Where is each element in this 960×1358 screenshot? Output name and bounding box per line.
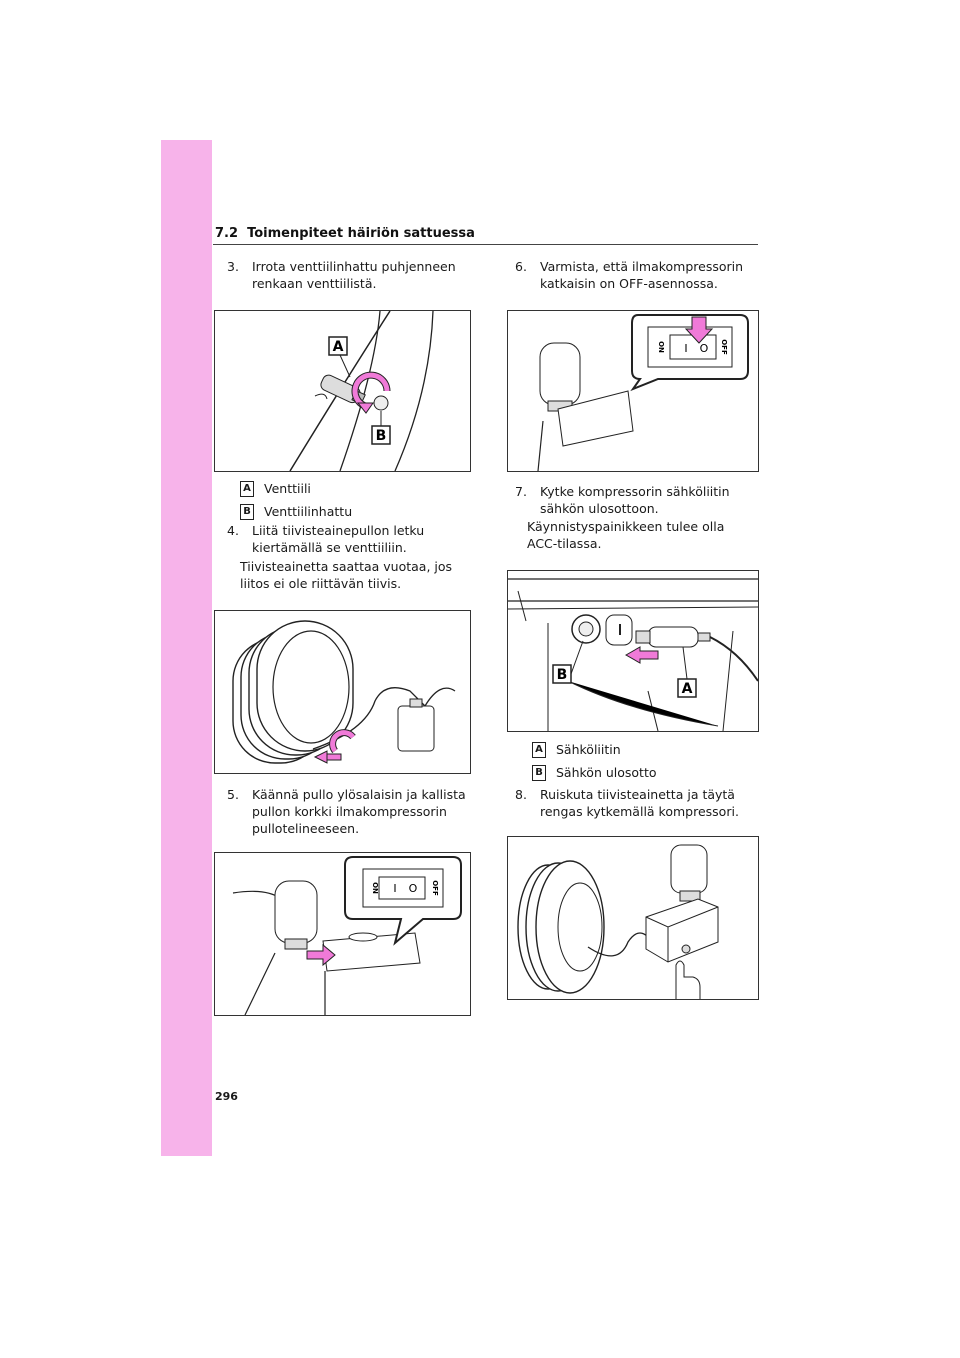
step-text: Varmista, että ilmakompressorin katkaisi… <box>540 259 744 291</box>
socket-label-a: A <box>682 681 693 697</box>
step-8: 8. Ruiskuta tiivisteainetta ja täytä ren… <box>515 786 755 820</box>
figure-valve-cap: A B <box>214 310 471 472</box>
socket-label-b: B <box>557 667 568 683</box>
legend-label: Venttiilinhattu <box>264 504 353 519</box>
section-sidebar-tab <box>161 140 212 1156</box>
figure-switch-off: ON OFF I O <box>507 310 759 472</box>
step-5: 5. Käännä pullo ylösalaisin ja kallista … <box>227 786 467 837</box>
step-number: 3. <box>227 259 239 274</box>
valve-illustration: A B <box>289 311 434 471</box>
legend-item-socket: B Sähkön ulosotto <box>532 764 657 781</box>
step-4-note: Tiivisteainetta saattaa vuotaa, jos liit… <box>240 559 453 591</box>
step-number: 7. <box>515 484 527 499</box>
step-text: Liitä tiivisteainepullon letku kiertämäl… <box>252 523 425 555</box>
switch-on-text: ON <box>657 341 665 353</box>
step-7-note: Käynnistyspainikkeen tulee olla ACC-tila… <box>527 519 725 551</box>
step-number: 4. <box>227 523 239 538</box>
step-text: Irrota venttiilinhattu puhjenneen renkaa… <box>252 259 456 291</box>
step-number: 6. <box>515 259 527 274</box>
step-7: 7. Kytke kompressorin sähköliitin sähkön… <box>515 483 755 517</box>
figure-hose-connect <box>214 610 471 774</box>
figure-inflate <box>507 836 759 1000</box>
figure-bottle-mount: ON OFF I O <box>214 852 471 1016</box>
section-title: Toimenpiteet häiriön sattuessa <box>247 226 475 241</box>
figure-power-socket: B A <box>507 570 759 732</box>
legend-item-valve: A Venttiili <box>240 480 311 497</box>
section-header: 7.2 Toimenpiteet häiriön sattuessa <box>215 226 475 241</box>
valve-label-a: A <box>333 339 344 355</box>
switch-o-text: O <box>700 342 709 355</box>
legend-label: Venttiili <box>264 481 311 496</box>
legend-item-plug: A Sähköliitin <box>532 741 621 758</box>
step-6: 6. Varmista, että ilmakompressorin katka… <box>515 258 755 292</box>
inflate-illustration <box>517 844 719 999</box>
switch-compressor-illustration: ON OFF I O <box>537 314 749 471</box>
legend-badge: B <box>240 503 254 520</box>
switch-off-text: OFF <box>431 880 439 896</box>
tire-hose-illustration <box>232 620 456 764</box>
switch-o-text: O <box>409 882 418 895</box>
step-text: Ruiskuta tiivisteainetta ja täytä rengas… <box>540 787 739 819</box>
step-3: 3. Irrota venttiilinhattu puhjenneen ren… <box>227 258 467 292</box>
switch-i-text: I <box>393 882 396 895</box>
step-number: 8. <box>515 787 527 802</box>
legend-label: Sähkön ulosotto <box>556 765 657 780</box>
switch-off-text: OFF <box>720 339 728 355</box>
legend-item-valve-cap: B Venttiilinhattu <box>240 503 352 520</box>
switch-i-text: I <box>684 342 687 355</box>
step-number: 5. <box>227 787 239 802</box>
step-text: Käännä pullo ylösalaisin ja kallista pul… <box>252 787 466 836</box>
legend-label: Sähköliitin <box>556 742 621 757</box>
step-4: 4. Liitä tiivisteainepullon letku kiertä… <box>227 522 467 556</box>
header-rule <box>213 244 758 245</box>
page-number: 296 <box>215 1090 238 1103</box>
valve-label-b: B <box>376 428 387 444</box>
bottle-compressor-illustration: ON OFF I O <box>232 856 462 1015</box>
legend-badge: A <box>532 741 546 758</box>
switch-on-text: ON <box>371 882 379 894</box>
socket-plug-illustration: B A <box>508 578 758 731</box>
legend-badge: B <box>532 764 546 781</box>
step-text: Kytke kompressorin sähköliitin sähkön ul… <box>540 484 730 516</box>
legend-badge: A <box>240 480 254 497</box>
section-number: 7.2 <box>215 226 239 241</box>
